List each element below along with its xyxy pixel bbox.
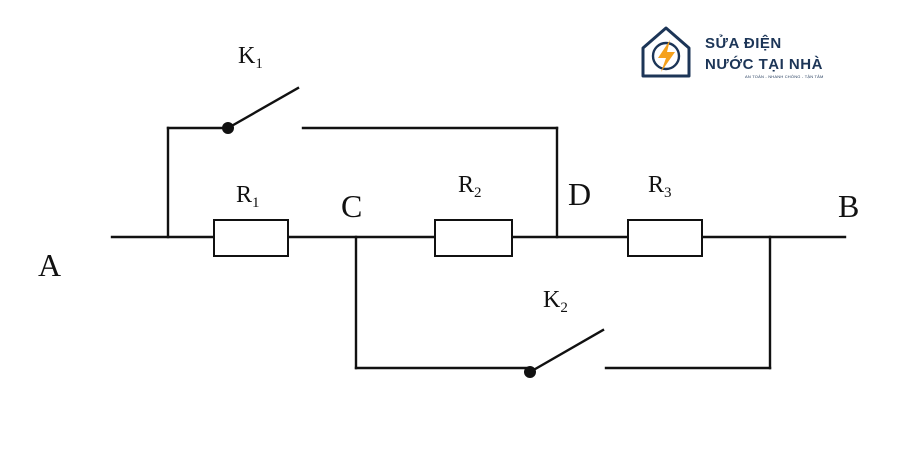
resistor-r1 xyxy=(213,219,289,257)
logo-ring-icon xyxy=(651,41,681,71)
switch-k1-blade xyxy=(226,86,300,130)
logo-line1: SỬA ĐIỆN xyxy=(705,34,782,52)
label-r2: R2 xyxy=(458,172,482,201)
label-k1: K1 xyxy=(238,43,263,72)
label-k2-sub: 2 xyxy=(560,300,568,316)
node-label-d: D xyxy=(568,176,591,212)
resistor-r2 xyxy=(434,219,513,257)
label-r3-letter: R xyxy=(648,172,664,198)
label-r1-sub: 1 xyxy=(252,195,260,211)
logo-tagline: AN TOÀN - NHANH CHÓNG - TẬN TÂM xyxy=(745,74,824,79)
label-r3: R3 xyxy=(648,172,672,201)
label-r3-sub: 3 xyxy=(664,185,672,201)
logo: SỬA ĐIỆN NƯỚC TẠI NHÀ AN TOÀN - NHANH CH… xyxy=(641,26,824,79)
label-k1-sub: 1 xyxy=(255,56,263,72)
logo-bolt-icon xyxy=(658,40,675,72)
logo-line2: NƯỚC TẠI NHÀ xyxy=(705,55,823,73)
switch-k2-blade xyxy=(528,328,605,374)
label-k2: K2 xyxy=(543,287,568,316)
label-r1: R1 xyxy=(236,182,260,211)
node-label-a: A xyxy=(38,247,61,283)
logo-house-icon xyxy=(641,26,691,78)
node-label-b: B xyxy=(838,188,859,224)
label-k2-letter: K xyxy=(543,287,561,313)
resistor-r3 xyxy=(627,219,703,257)
label-k1-letter: K xyxy=(238,43,256,69)
label-r1-letter: R xyxy=(236,182,252,208)
label-r2-letter: R xyxy=(458,172,474,198)
label-r2-sub: 2 xyxy=(474,185,482,201)
node-label-c: C xyxy=(341,188,362,224)
